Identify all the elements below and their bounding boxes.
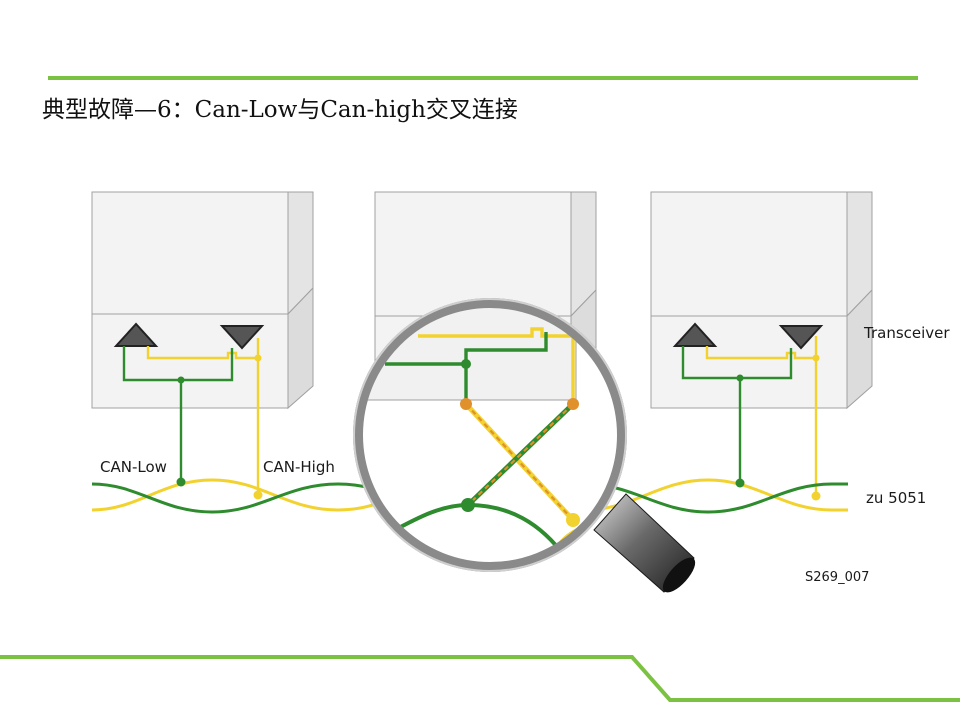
can-high-label: CAN-High: [263, 458, 335, 476]
zoomed-junction-dot: [461, 359, 471, 369]
transceiver-side-face: [846, 288, 873, 410]
can-high-internal-wire: [146, 346, 258, 360]
bottom-green-line: [0, 655, 960, 702]
junction-dot: [812, 354, 820, 362]
fault-junction-dot: [460, 398, 472, 410]
magnifier-handle-end: [662, 557, 696, 593]
receive-triangle-down-icon: [219, 325, 265, 350]
magnifier-lens-rim: [353, 298, 627, 572]
magnifier-handle: [593, 493, 695, 593]
can-high-internal-wire: [705, 346, 816, 360]
bus-junction-can-low: [176, 477, 186, 487]
figure-code: S269_007: [805, 570, 869, 585]
bus-junction-can-high: [811, 491, 821, 501]
magnifier-lens-rim-highlight: [353, 298, 627, 572]
bus-junction-can-high: [253, 490, 263, 500]
transceiver-label: Transceiver: [863, 324, 950, 342]
transmit-triangle-up-icon: [672, 322, 718, 347]
junction-dot: [177, 376, 185, 384]
zoomed-can-low-wire: [385, 332, 548, 366]
bus-junction-can-low: [461, 498, 475, 512]
junction-dot: [254, 354, 262, 362]
crossed-fault-wire-stripe: [467, 403, 574, 506]
top-green-rule: [48, 76, 918, 80]
magnifier-icon: [593, 493, 696, 593]
transceiver-side-face: [287, 286, 314, 410]
magnified-view: [362, 307, 618, 563]
can-low-label: CAN-Low: [100, 458, 167, 476]
junction-dot: [736, 374, 744, 382]
bus-junction-can-low: [735, 478, 745, 488]
control-unit-3: [650, 191, 873, 496]
zu-label: zu 5051: [866, 489, 926, 507]
bus-junction-can-high: [566, 513, 580, 527]
receive-triangle-down-icon: [778, 325, 824, 350]
slide-title: 典型故障—6：Can-Low与Can-high交叉连接: [42, 97, 518, 123]
control-unit-1: [91, 191, 314, 495]
crossed-fault-wire: [464, 402, 575, 522]
fault-junction-dot: [567, 398, 579, 410]
transmit-triangle-up-icon: [113, 322, 159, 347]
